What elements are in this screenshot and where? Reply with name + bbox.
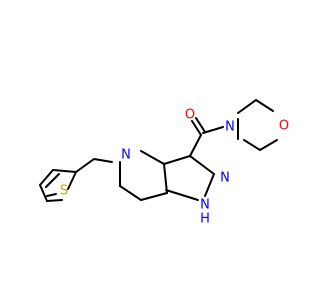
molecule-structure: O N O N N N H S [39,99,289,227]
atom-label-ring-n5: N [121,148,131,163]
bond-line-25 [45,173,60,188]
bond-line-11 [163,163,168,194]
bond-line-7 [195,117,206,133]
bond-line-17 [140,192,168,201]
bond-line-23 [39,184,48,202]
bond-line-1 [255,99,274,112]
bond-line-16 [119,185,142,201]
bond-line-0 [237,99,257,114]
bond-lines [39,99,278,202]
bond-line-22 [39,169,54,186]
bond-line-20 [67,171,77,190]
bond-line-8 [189,134,202,157]
atom-label-thiophene-s: S [60,184,68,199]
bond-line-13 [204,173,215,197]
bond-line-12 [165,189,199,201]
bond-line-24 [46,199,63,202]
bond-line-9 [163,155,191,165]
atom-label-pyrazole-n2: N [220,171,230,186]
bond-line-6 [191,120,202,136]
atom-label-morpholine-o: O [279,119,289,134]
bond-line-19 [75,158,95,173]
bond-line-2 [243,139,261,151]
bond-line-21 [52,169,77,173]
atom-label-carbonyl-o: O [185,108,195,123]
bond-line-26 [46,193,57,197]
atom-label-morpholine-n: N [225,120,235,135]
atom-label-pyrazole-h: H [200,212,210,227]
atom-label-pyrazole-n1: N [200,198,210,213]
bond-line-18 [93,158,113,163]
bond-line-3 [259,139,278,151]
bond-line-14 [140,150,165,165]
bond-line-5 [202,126,224,134]
bond-line-10 [189,155,215,175]
